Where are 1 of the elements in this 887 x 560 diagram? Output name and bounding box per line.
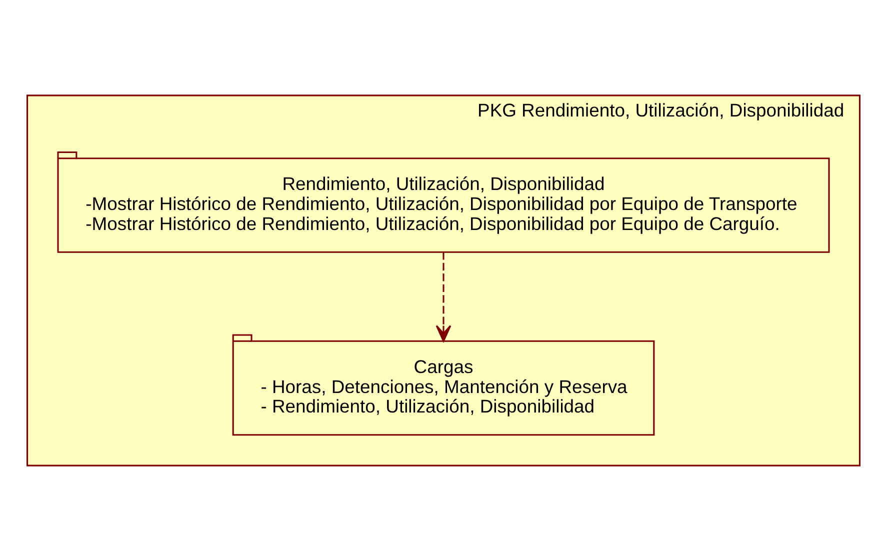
arrow — [436, 252, 452, 342]
